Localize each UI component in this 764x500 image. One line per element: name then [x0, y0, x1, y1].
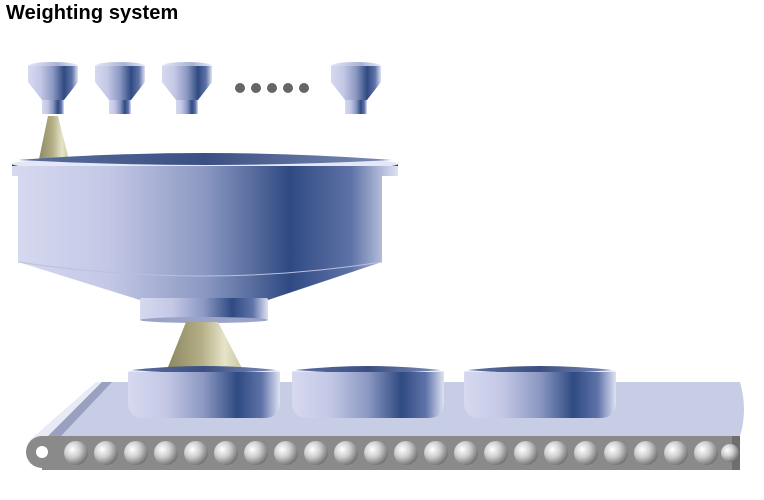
page-title: Weighting system [6, 2, 179, 24]
product-stream-lower [166, 322, 244, 372]
container [128, 366, 280, 418]
containers [128, 366, 616, 418]
feeder-hopper [162, 62, 212, 114]
container [292, 366, 444, 418]
feeder-hoppers [28, 62, 381, 114]
container [464, 366, 616, 418]
ellipsis-dots [235, 83, 309, 93]
feeder-hopper [95, 62, 145, 114]
feeder-hopper [28, 62, 78, 114]
feeder-hopper [331, 62, 381, 114]
collecting-hopper [12, 153, 398, 323]
product-stream-upper [38, 116, 70, 164]
conveyor-rollers [64, 441, 739, 465]
